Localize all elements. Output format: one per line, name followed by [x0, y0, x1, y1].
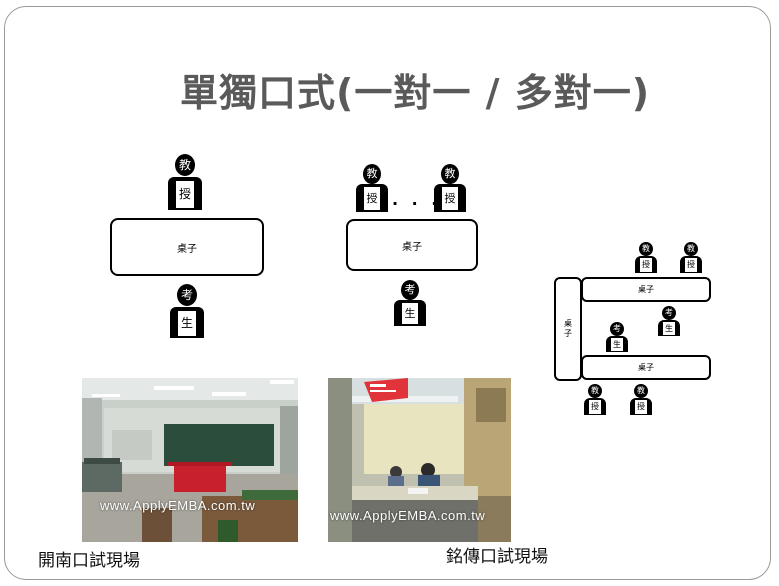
mingchuan-photo: www.ApplyEMBA.com.tw [328, 378, 511, 542]
professor-char-1: 教 [637, 386, 645, 395]
professor-body: 授 [635, 256, 657, 273]
examinee-char-1: 考 [665, 308, 673, 317]
desk: 桌子 [581, 277, 711, 302]
examinee-head: 考 [610, 322, 624, 336]
professor-head: 教 [639, 242, 653, 256]
professor-body: 授 [630, 398, 652, 415]
professor-char-1: 教 [367, 167, 378, 180]
kainan-photo: www.ApplyEMBA.com.tw [82, 378, 298, 542]
examinee-figure: 考 生 [394, 280, 426, 326]
examinee-badge: 生 [611, 338, 623, 351]
classroom-photo-illustration [82, 378, 298, 542]
professor-figure: 教 授 [584, 384, 606, 415]
professor-figure: 教 授 [635, 242, 657, 273]
examinee-head: 考 [662, 306, 676, 320]
examinee-char-1: 考 [613, 324, 621, 333]
desk: 桌子 [346, 219, 478, 271]
professor-head: 教 [175, 154, 195, 176]
examinee-figure: 考 生 [606, 322, 628, 352]
professor-char-1: 教 [591, 386, 599, 395]
professor-char-1: 教 [445, 167, 456, 180]
examinee-head: 考 [177, 284, 197, 306]
examinee-body: 生 [394, 300, 426, 326]
desk-vertical-label: 桌 子 [564, 319, 572, 339]
professor-badge: 授 [640, 258, 652, 272]
professor-figure: 教 授 [168, 154, 202, 210]
examinee-figure: 考 生 [170, 284, 204, 338]
professor-figure: 教 授 [680, 242, 702, 273]
professor-badge: 授 [685, 258, 697, 272]
professor-figure: 教 授 [434, 164, 466, 212]
mingchuan-caption: 銘傳口試現場 [446, 542, 548, 567]
professor-char-1: 教 [179, 158, 191, 172]
professor-figure: 教 授 [356, 164, 388, 212]
professor-head: 教 [588, 384, 602, 398]
professor-badge: 授 [589, 400, 601, 414]
professor-body: 授 [680, 256, 702, 273]
professor-head: 教 [441, 164, 459, 184]
slide-title: 單獨口式(一對一 / 多對一) [180, 62, 740, 117]
kainan-watermark: www.ApplyEMBA.com.tw [100, 498, 255, 513]
mingchuan-watermark: www.ApplyEMBA.com.tw [330, 508, 485, 523]
professor-badge: 授 [635, 400, 647, 414]
professor-body: 授 [356, 184, 388, 212]
examinee-badge: 生 [402, 303, 418, 324]
professor-head: 教 [684, 242, 698, 256]
desk: 桌子 [581, 355, 711, 380]
desk-vertical: 桌 子 [554, 277, 582, 381]
professor-badge: 授 [364, 187, 380, 210]
professor-char-1: 教 [642, 244, 650, 253]
examinee-badge: 生 [663, 322, 675, 335]
professor-body: 授 [434, 184, 466, 212]
examinee-char-1: 考 [181, 288, 193, 302]
professor-badge: 授 [442, 187, 458, 210]
examinee-head: 考 [401, 280, 419, 300]
professor-head: 教 [363, 164, 381, 184]
professor-figure: 教 授 [630, 384, 652, 415]
professor-badge: 授 [176, 181, 194, 208]
examinee-body: 生 [170, 307, 204, 338]
professor-body: 授 [168, 177, 202, 210]
examinee-badge: 生 [178, 311, 196, 336]
kainan-caption: 開南口試現場 [38, 546, 140, 571]
examinee-char-1: 考 [405, 283, 416, 296]
professor-head: 教 [634, 384, 648, 398]
examinee-body: 生 [658, 320, 680, 336]
desk: 桌子 [110, 218, 264, 276]
professor-body: 授 [584, 398, 606, 415]
examinee-figure: 考 生 [658, 306, 680, 336]
examinee-body: 生 [606, 336, 628, 352]
professor-char-1: 教 [687, 244, 695, 253]
